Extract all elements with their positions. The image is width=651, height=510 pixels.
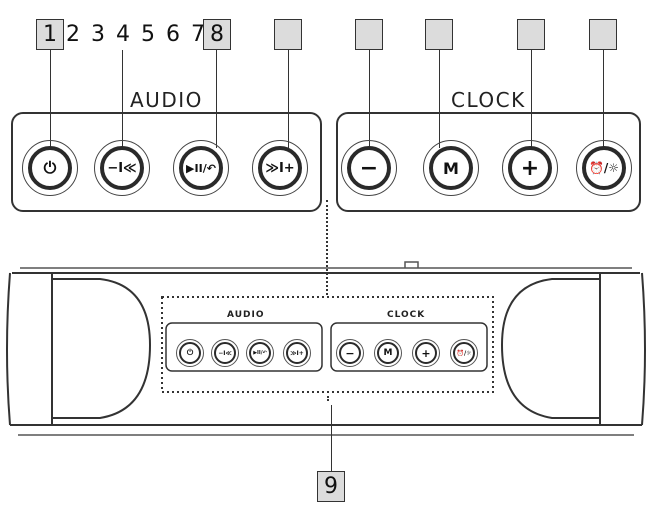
callout-box-empty-3: [425, 19, 453, 50]
mode-button[interactable]: M: [429, 146, 473, 190]
callout-box-empty-2: [355, 19, 383, 50]
alarm-button-ring: [576, 140, 632, 196]
leader-line-4: [122, 50, 123, 148]
plus-button[interactable]: +: [508, 146, 552, 190]
play-pause-button[interactable]: ▶II/↶: [179, 146, 223, 190]
play-pause-icon: ▶II/↶: [186, 161, 216, 175]
minus-button-ring: [341, 140, 397, 196]
device-audio-label: AUDIO: [227, 310, 265, 320]
device-minus-ring: [336, 339, 364, 367]
leader-line-8: [216, 50, 217, 148]
device-play-button[interactable]: ▶II/↶: [249, 342, 271, 364]
alarm-light-icon: ⏰/☼: [588, 161, 620, 175]
leader-line-mode: [439, 50, 440, 148]
device-mode-ring: [374, 339, 402, 367]
previous-icon: −I≪: [107, 160, 137, 176]
device-plus-ring: [412, 339, 440, 367]
device-alarm-ring: [450, 339, 478, 367]
leader-line-plus: [531, 50, 532, 148]
callout-box-empty-1: [274, 19, 302, 50]
zoom-connector-line: [326, 200, 328, 295]
alarm-light-button[interactable]: ⏰/☼: [582, 146, 626, 190]
next-button[interactable]: ≫I+: [258, 146, 302, 190]
callout-9-dot: [327, 396, 329, 399]
leader-line-minus: [369, 50, 370, 148]
mode-label: M: [443, 158, 459, 178]
callout-box-empty-4: [517, 19, 545, 50]
callout-sequence: 2 3 4 5 6 7: [66, 22, 207, 47]
callout-box-9: 9: [317, 471, 345, 502]
device-power-ring: [176, 339, 204, 367]
plus-icon: +: [421, 346, 431, 360]
device-next-ring: [283, 339, 311, 367]
play-button-ring: [173, 140, 229, 196]
previous-icon: −I≪: [218, 349, 232, 357]
clock-panel: [336, 112, 641, 212]
power-icon: ⏻: [43, 158, 57, 177]
prev-button-ring: [94, 140, 150, 196]
power-button[interactable]: ⏻: [28, 146, 72, 190]
power-icon: ⏻: [186, 348, 194, 357]
device-prev-ring: [211, 339, 239, 367]
callout-box-1: 1: [36, 19, 64, 50]
next-button-ring: [252, 140, 308, 196]
leader-line-1: [50, 50, 51, 148]
next-icon: ≫I+: [265, 160, 295, 176]
leader-line-9: [331, 405, 332, 471]
mode-button-ring: [423, 140, 479, 196]
leader-line-alarm: [603, 50, 604, 148]
device-clock-label: CLOCK: [387, 310, 426, 320]
plus-button-ring: [502, 140, 558, 196]
leader-line-next: [288, 50, 289, 148]
device-power-button[interactable]: ⏻: [179, 342, 201, 364]
device-plus-button[interactable]: +: [415, 342, 437, 364]
minus-button[interactable]: −: [347, 146, 391, 190]
plus-icon: +: [520, 155, 540, 181]
device-next-button[interactable]: ≫I+: [286, 342, 308, 364]
clock-panel-title: CLOCK: [447, 88, 530, 112]
audio-panel: [11, 112, 322, 212]
device-mode-button[interactable]: M: [377, 342, 399, 364]
device-play-ring: [246, 339, 274, 367]
device-alarm-button[interactable]: ⏰/☼: [453, 342, 475, 364]
play-pause-icon: ▶II/↶: [253, 350, 267, 356]
power-button-ring: [22, 140, 78, 196]
device-minus-button[interactable]: −: [339, 342, 361, 364]
callout-box-8: 8: [203, 19, 231, 50]
minus-icon: −: [345, 346, 355, 360]
audio-panel-title: AUDIO: [126, 88, 207, 112]
prev-button[interactable]: −I≪: [100, 146, 144, 190]
minus-icon: −: [359, 155, 379, 181]
device-prev-button[interactable]: −I≪: [214, 342, 236, 364]
mode-label: M: [383, 348, 393, 358]
alarm-light-icon: ⏰/☼: [456, 349, 472, 357]
next-icon: ≫I+: [290, 349, 304, 357]
callout-box-empty-5: [589, 19, 617, 50]
